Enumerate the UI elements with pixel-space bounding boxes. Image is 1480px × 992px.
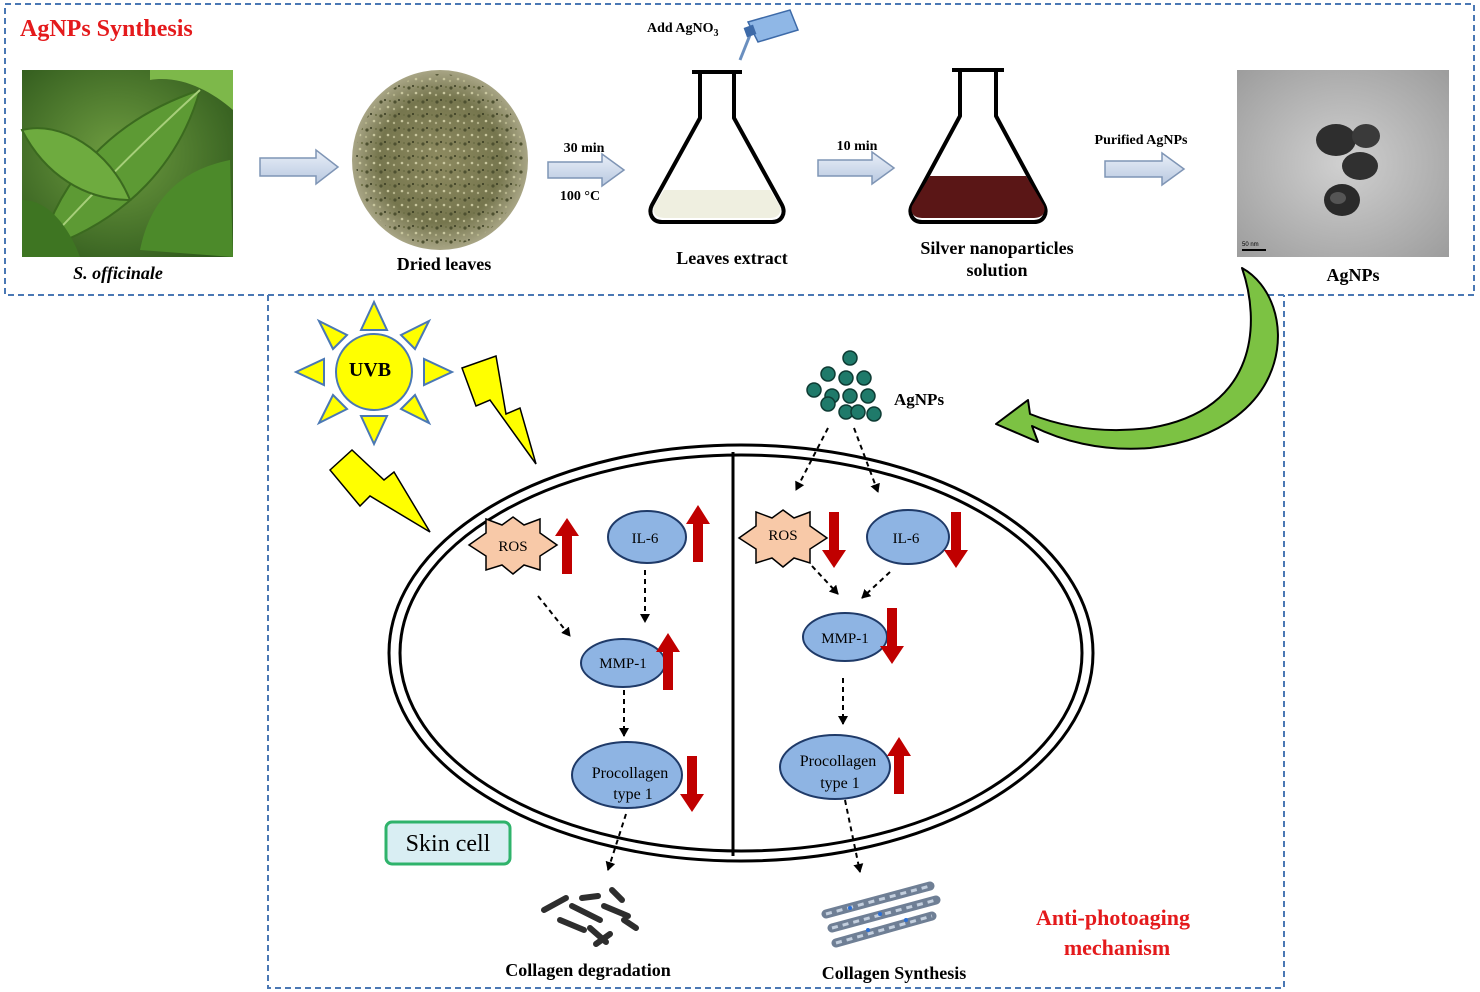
ros-label-left: ROS [498, 539, 527, 555]
step1-temp: 100 °C [560, 189, 600, 204]
mechanism-label-line2: mechanism [1064, 935, 1170, 960]
mmp1-down-arrow-right [880, 608, 904, 664]
pathway-arrows [537, 427, 891, 873]
synthesis-title: AgNPs Synthesis [20, 16, 193, 42]
green-transfer-arrow [995, 267, 1279, 450]
silver-label-line2: solution [966, 260, 1027, 280]
add-reagent-label: Add AgNO3 [647, 21, 719, 39]
ros-up-arrow-left [555, 518, 579, 574]
procollagen-up-arrow-right [887, 737, 911, 794]
extract-label: Leaves extract [676, 248, 787, 268]
flow-arrow-4 [1104, 151, 1186, 187]
il6-label-left: IL-6 [632, 531, 659, 547]
ros-node-right [737, 509, 829, 568]
skin-cell-badge [384, 820, 512, 866]
mechanism-label-line1: Anti-photoaging [1036, 905, 1190, 930]
procollagen-node-left [571, 741, 683, 809]
agnps-image-label: AgNPs [1327, 265, 1380, 285]
collagen-fibers-icon [821, 881, 941, 948]
il6-label-right: IL-6 [893, 531, 920, 547]
procollagen-label-right-2: type 1 [820, 775, 860, 792]
silver-solution-flask [908, 68, 1048, 224]
skin-cell-inner-membrane [398, 453, 1084, 853]
mmp1-label-left: MMP-1 [599, 656, 647, 672]
collagen-degradation-label: Collagen degradation [505, 960, 671, 980]
mechanism-panel-border [267, 295, 1285, 989]
tem-scale-text: 50 nm [1242, 242, 1259, 248]
agnps-label: AgNPs [894, 390, 944, 409]
flow-arrow-1 [259, 148, 340, 186]
flow-arrow-3 [817, 150, 896, 186]
skin-cell-outer-membrane [387, 443, 1095, 863]
purified-label: Purified AgNPs [1095, 133, 1188, 148]
il6-up-arrow-left [686, 505, 710, 562]
procollagen-label-right-1: Procollagen [800, 753, 876, 770]
ros-label-right: ROS [768, 528, 797, 544]
lightning-bolt-icon-2 [328, 448, 431, 533]
il6-node-right [866, 509, 950, 565]
procollagen-node-right [779, 734, 891, 800]
synthesis-panel-border [4, 3, 1475, 296]
step2-time: 10 min [837, 139, 878, 154]
collagen-synthesis-label: Collagen Synthesis [822, 963, 967, 983]
tem-image: 50 nm [1237, 70, 1449, 257]
procollagen-label-left-2: type 1 [613, 786, 653, 803]
mmp1-label-right: MMP-1 [821, 631, 869, 647]
silver-label-line1: Silver nanoparticles [920, 238, 1073, 258]
dried-leaves-image [352, 70, 528, 250]
plant-label: S. officinale [73, 263, 163, 283]
uvb-sun-icon [293, 299, 455, 447]
pipette-icon [738, 9, 800, 61]
ros-down-arrow-right [822, 512, 846, 568]
procollagen-label-left-1: Procollagen [592, 765, 668, 782]
uvb-label: UVB [349, 359, 391, 381]
ros-node-left [467, 516, 559, 575]
extract-flask [648, 70, 786, 224]
procollagen-down-arrow-left [680, 756, 704, 812]
nanoparticle-cluster-icon [806, 350, 882, 422]
flow-arrow-2 [547, 152, 626, 188]
il6-down-arrow-right [944, 512, 968, 568]
plant-photo [20, 70, 233, 257]
il6-node-left [607, 510, 687, 564]
lightning-bolt-icon-1 [461, 354, 537, 465]
collagen-fragments-icon [541, 887, 639, 947]
dried-leaves-label: Dried leaves [397, 254, 491, 274]
mmp1-up-arrow-left [656, 633, 680, 690]
step1-time: 30 min [564, 141, 605, 156]
skin-cell-label: Skin cell [406, 831, 491, 857]
